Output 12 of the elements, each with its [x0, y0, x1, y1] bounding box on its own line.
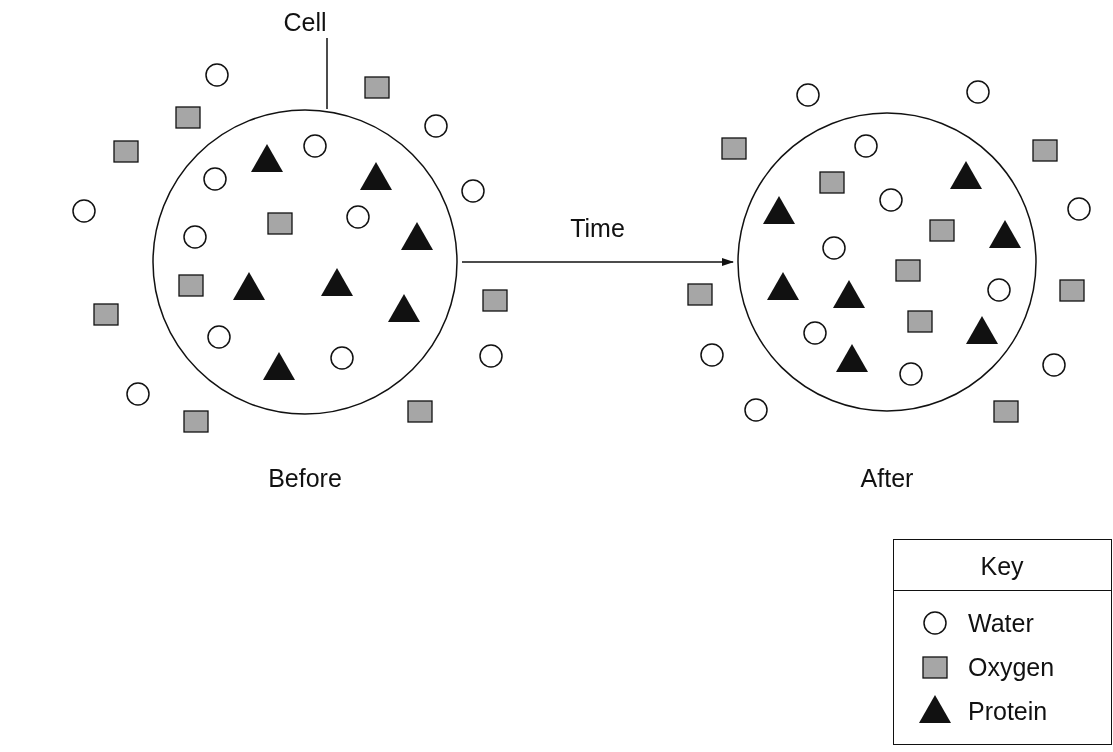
legend-label: Water — [968, 611, 1034, 636]
cell-label: Cell — [280, 10, 330, 36]
stage-label: After — [859, 466, 915, 491]
legend-label: Protein — [968, 699, 1048, 724]
arrow — [461, 258, 734, 266]
legend-label: Oxygen — [968, 655, 1055, 680]
stage-label: Before — [267, 466, 343, 491]
cell-circle — [152, 109, 458, 415]
key-title: Key — [979, 554, 1025, 579]
edge-label: Time — [569, 216, 626, 241]
leader-line — [326, 37, 328, 110]
cell-circle — [737, 112, 1037, 412]
